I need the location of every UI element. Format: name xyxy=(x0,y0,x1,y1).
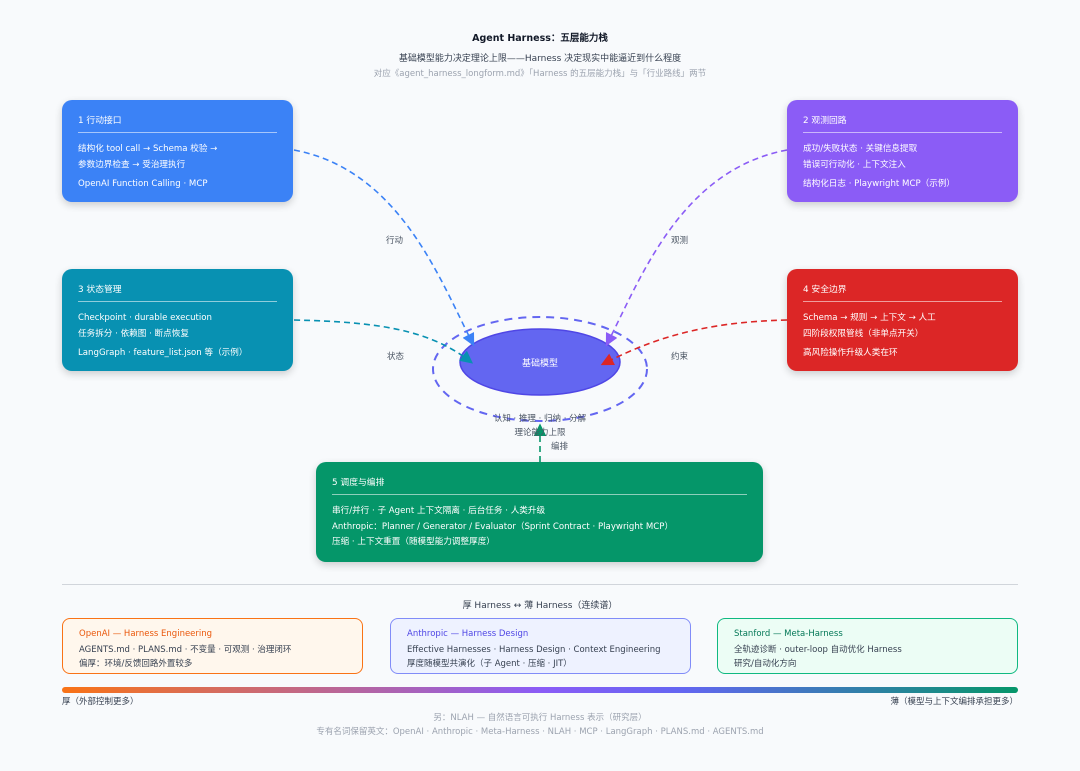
core-caption-ceiling: 理论能力上限 xyxy=(514,428,566,438)
connector-label-orchestrate: 编排 xyxy=(551,442,569,452)
vendor-line: AGENTS.md · PLANS.md · 不变量 · 可观测 · 治理闭环 xyxy=(79,645,292,655)
thick-harness-label: 厚（外部控制更多） xyxy=(62,697,139,707)
thickness-gradient-bar xyxy=(62,687,1018,693)
card-line: Checkpoint · durable execution xyxy=(78,313,212,323)
connector-label-observe: 观测 xyxy=(671,236,689,246)
card-example: OpenAI Function Calling · MCP xyxy=(78,179,208,189)
thin-harness-label: 薄（模型与上下文编排承担更多） xyxy=(890,697,1018,707)
connector-label-state: 状态 xyxy=(387,352,405,362)
footer-note-terms: 专有名词保留英文：OpenAI · Anthropic · Meta-Harne… xyxy=(316,727,764,737)
card-line: 结构化 tool call → Schema 校验 → xyxy=(78,144,218,154)
card-line: Anthropic：Planner / Generator / Evaluato… xyxy=(332,521,674,532)
card-example: 高风险操作升级人类在环 xyxy=(803,348,898,358)
card-title: 3 状态管理 xyxy=(78,285,122,295)
card-example: 结构化日志 · Playwright MCP（示例） xyxy=(803,179,956,189)
vendor-line: 偏厚：环境/反馈回路外置较多 xyxy=(79,659,193,669)
connector-safety xyxy=(600,319,788,366)
connector-state xyxy=(293,319,474,364)
card-line: 成功/失败状态 · 关键信息提取 xyxy=(803,144,918,154)
connector-label-action: 行动 xyxy=(386,236,404,246)
core-outer-ring xyxy=(432,316,648,422)
core-model-label: 基础模型 xyxy=(521,359,558,369)
card-example: LangGraph · feature_list.json 等（示例） xyxy=(78,348,248,358)
layer-card-orchestrate: 5 调度与编排 串行/并行 · 子 Agent 上下文隔离 · 后台任务 · 人… xyxy=(316,462,763,562)
card-divider xyxy=(78,301,277,302)
vendor-card-anthropic: Anthropic — Harness Design Effective Har… xyxy=(390,618,691,674)
vendor-card-openai: OpenAI — Harness Engineering AGENTS.md ·… xyxy=(62,618,363,674)
card-line: 串行/并行 · 子 Agent 上下文隔离 · 后台任务 · 人类升级 xyxy=(332,506,546,516)
vendor-line: 厚度随模型共演化（子 Agent · 压缩 · JIT） xyxy=(407,659,572,669)
card-line: Schema → 规则 → 上下文 → 人工 xyxy=(803,313,936,323)
vendor-title: OpenAI — Harness Engineering xyxy=(79,629,213,639)
core-caption-capabilities: 认知 · 推理 · 归纳 · 分解 xyxy=(493,414,587,424)
connector-observe xyxy=(605,149,788,347)
layer-card-safety: 4 安全边界 Schema → 规则 → 上下文 → 人工 四阶段权限管线（非单… xyxy=(787,269,1018,371)
vendor-line: 全轨迹诊断 · outer-loop 自动优化 Harness xyxy=(734,645,902,655)
card-divider xyxy=(78,132,277,133)
vendor-title: Stanford — Meta-Harness xyxy=(734,629,843,639)
section-divider xyxy=(62,584,1018,585)
spectrum-title: 厚 Harness ↔ 薄 Harness（连续谱） xyxy=(462,601,618,611)
layer-card-action: 1 行动接口 结构化 tool call → Schema 校验 → 参数边界检… xyxy=(62,100,293,202)
card-line: 错误可行动化 · 上下文注入 xyxy=(803,159,906,170)
layer-card-observe: 2 观测回路 成功/失败状态 · 关键信息提取 错误可行动化 · 上下文注入 结… xyxy=(787,100,1018,202)
card-title: 2 观测回路 xyxy=(803,116,847,126)
diagram-subtitle: 基础模型能力决定理论上限——Harness 决定现实中能逼近到什么程度 xyxy=(398,54,682,64)
card-divider xyxy=(332,494,747,495)
connector-label-safety: 约束 xyxy=(671,352,689,362)
source-note: 对应《agent_harness_longform.md》「Harness 的五… xyxy=(373,69,707,79)
card-line: 参数边界检查 → 受治理执行 xyxy=(78,159,186,170)
vendor-line: Effective Harnesses · Harness Design · C… xyxy=(407,645,661,655)
card-divider xyxy=(803,301,1002,302)
card-line: 任务拆分 · 依赖图 · 断点恢复 xyxy=(78,328,189,339)
layer-card-state: 3 状态管理 Checkpoint · durable execution 任务… xyxy=(62,269,293,371)
diagram-title: Agent Harness：五层能力栈 xyxy=(472,33,608,44)
vendor-title: Anthropic — Harness Design xyxy=(407,629,529,639)
card-line: 四阶段权限管线（非单点开关） xyxy=(803,328,924,339)
connector-layer xyxy=(293,149,788,462)
vendor-card-stanford: Stanford — Meta-Harness 全轨迹诊断 · outer-lo… xyxy=(717,618,1018,674)
connector-action xyxy=(293,149,475,347)
vendor-line: 研究/自动化方向 xyxy=(734,659,797,669)
footer-note-nlah: 另：NLAH — 自然语言可执行 Harness 表示（研究层） xyxy=(433,713,647,723)
card-line: 压缩 · 上下文重置（随模型能力调整厚度） xyxy=(332,537,495,547)
card-title: 4 安全边界 xyxy=(803,285,847,295)
card-title: 5 调度与编排 xyxy=(332,478,385,488)
card-divider xyxy=(803,132,1002,133)
card-title: 1 行动接口 xyxy=(78,116,122,126)
